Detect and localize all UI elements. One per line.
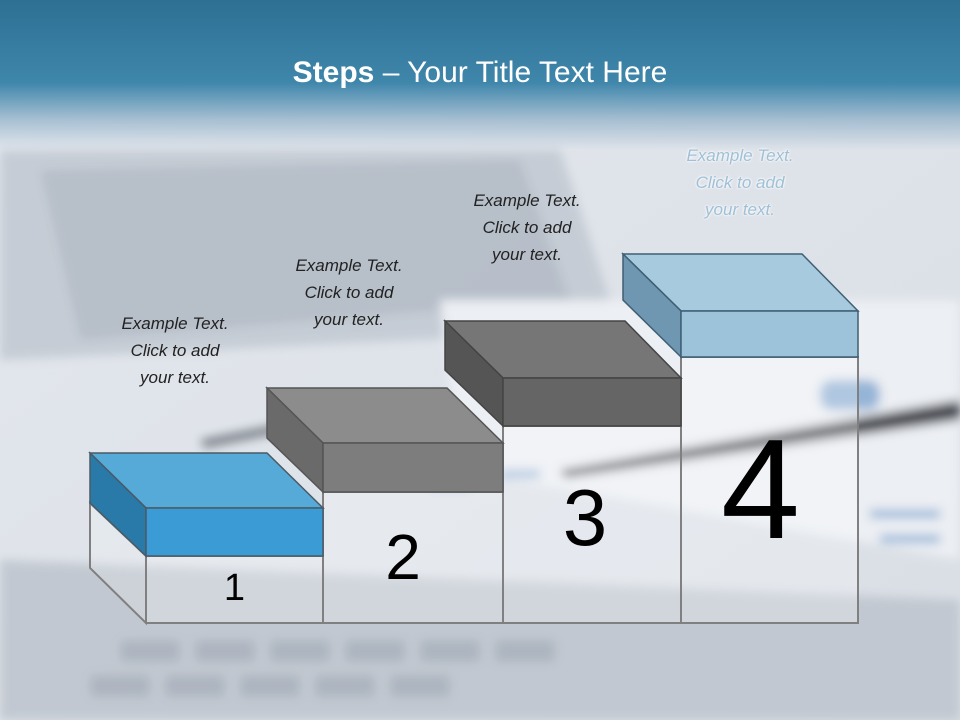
step-block-4[interactable] [621, 252, 860, 359]
caption-line: Click to add [130, 341, 220, 360]
caption-line: Example Text. [473, 191, 581, 210]
step-number-3: 3 [562, 473, 608, 562]
caption-line: Example Text. [686, 146, 794, 165]
step-block-3[interactable] [443, 319, 683, 428]
title-bold: Steps [292, 56, 375, 89]
caption-line: Example Text. [121, 314, 229, 333]
caption-line: your text. [492, 245, 562, 264]
step-block-2[interactable] [265, 386, 505, 494]
staircase-outline [89, 356, 859, 626]
caption-line: Example Text. [295, 256, 403, 275]
title-rest: – Your Title Text Here [374, 56, 668, 89]
step-number-2: 2 [385, 521, 421, 593]
caption-line: your text. [705, 200, 775, 219]
title-bar [0, 0, 960, 150]
slide-title[interactable]: Steps – Your Title Text Here [0, 56, 960, 90]
caption-line: your text. [140, 368, 210, 387]
caption-line: Click to add [695, 173, 785, 192]
step-caption-1[interactable]: Example Text. Click to add your text. [85, 310, 265, 391]
step-caption-3[interactable]: Example Text. Click to add your text. [437, 187, 617, 268]
caption-line: your text. [314, 310, 384, 329]
step-caption-2[interactable]: Example Text. Click to add your text. [259, 252, 439, 333]
step-block-1[interactable] [88, 451, 325, 558]
step-number-4: 4 [721, 410, 800, 569]
caption-line: Click to add [304, 283, 394, 302]
step-caption-4[interactable]: Example Text. Click to add your text. [650, 142, 830, 223]
step-number-1: 1 [223, 567, 246, 609]
caption-line: Click to add [482, 218, 572, 237]
